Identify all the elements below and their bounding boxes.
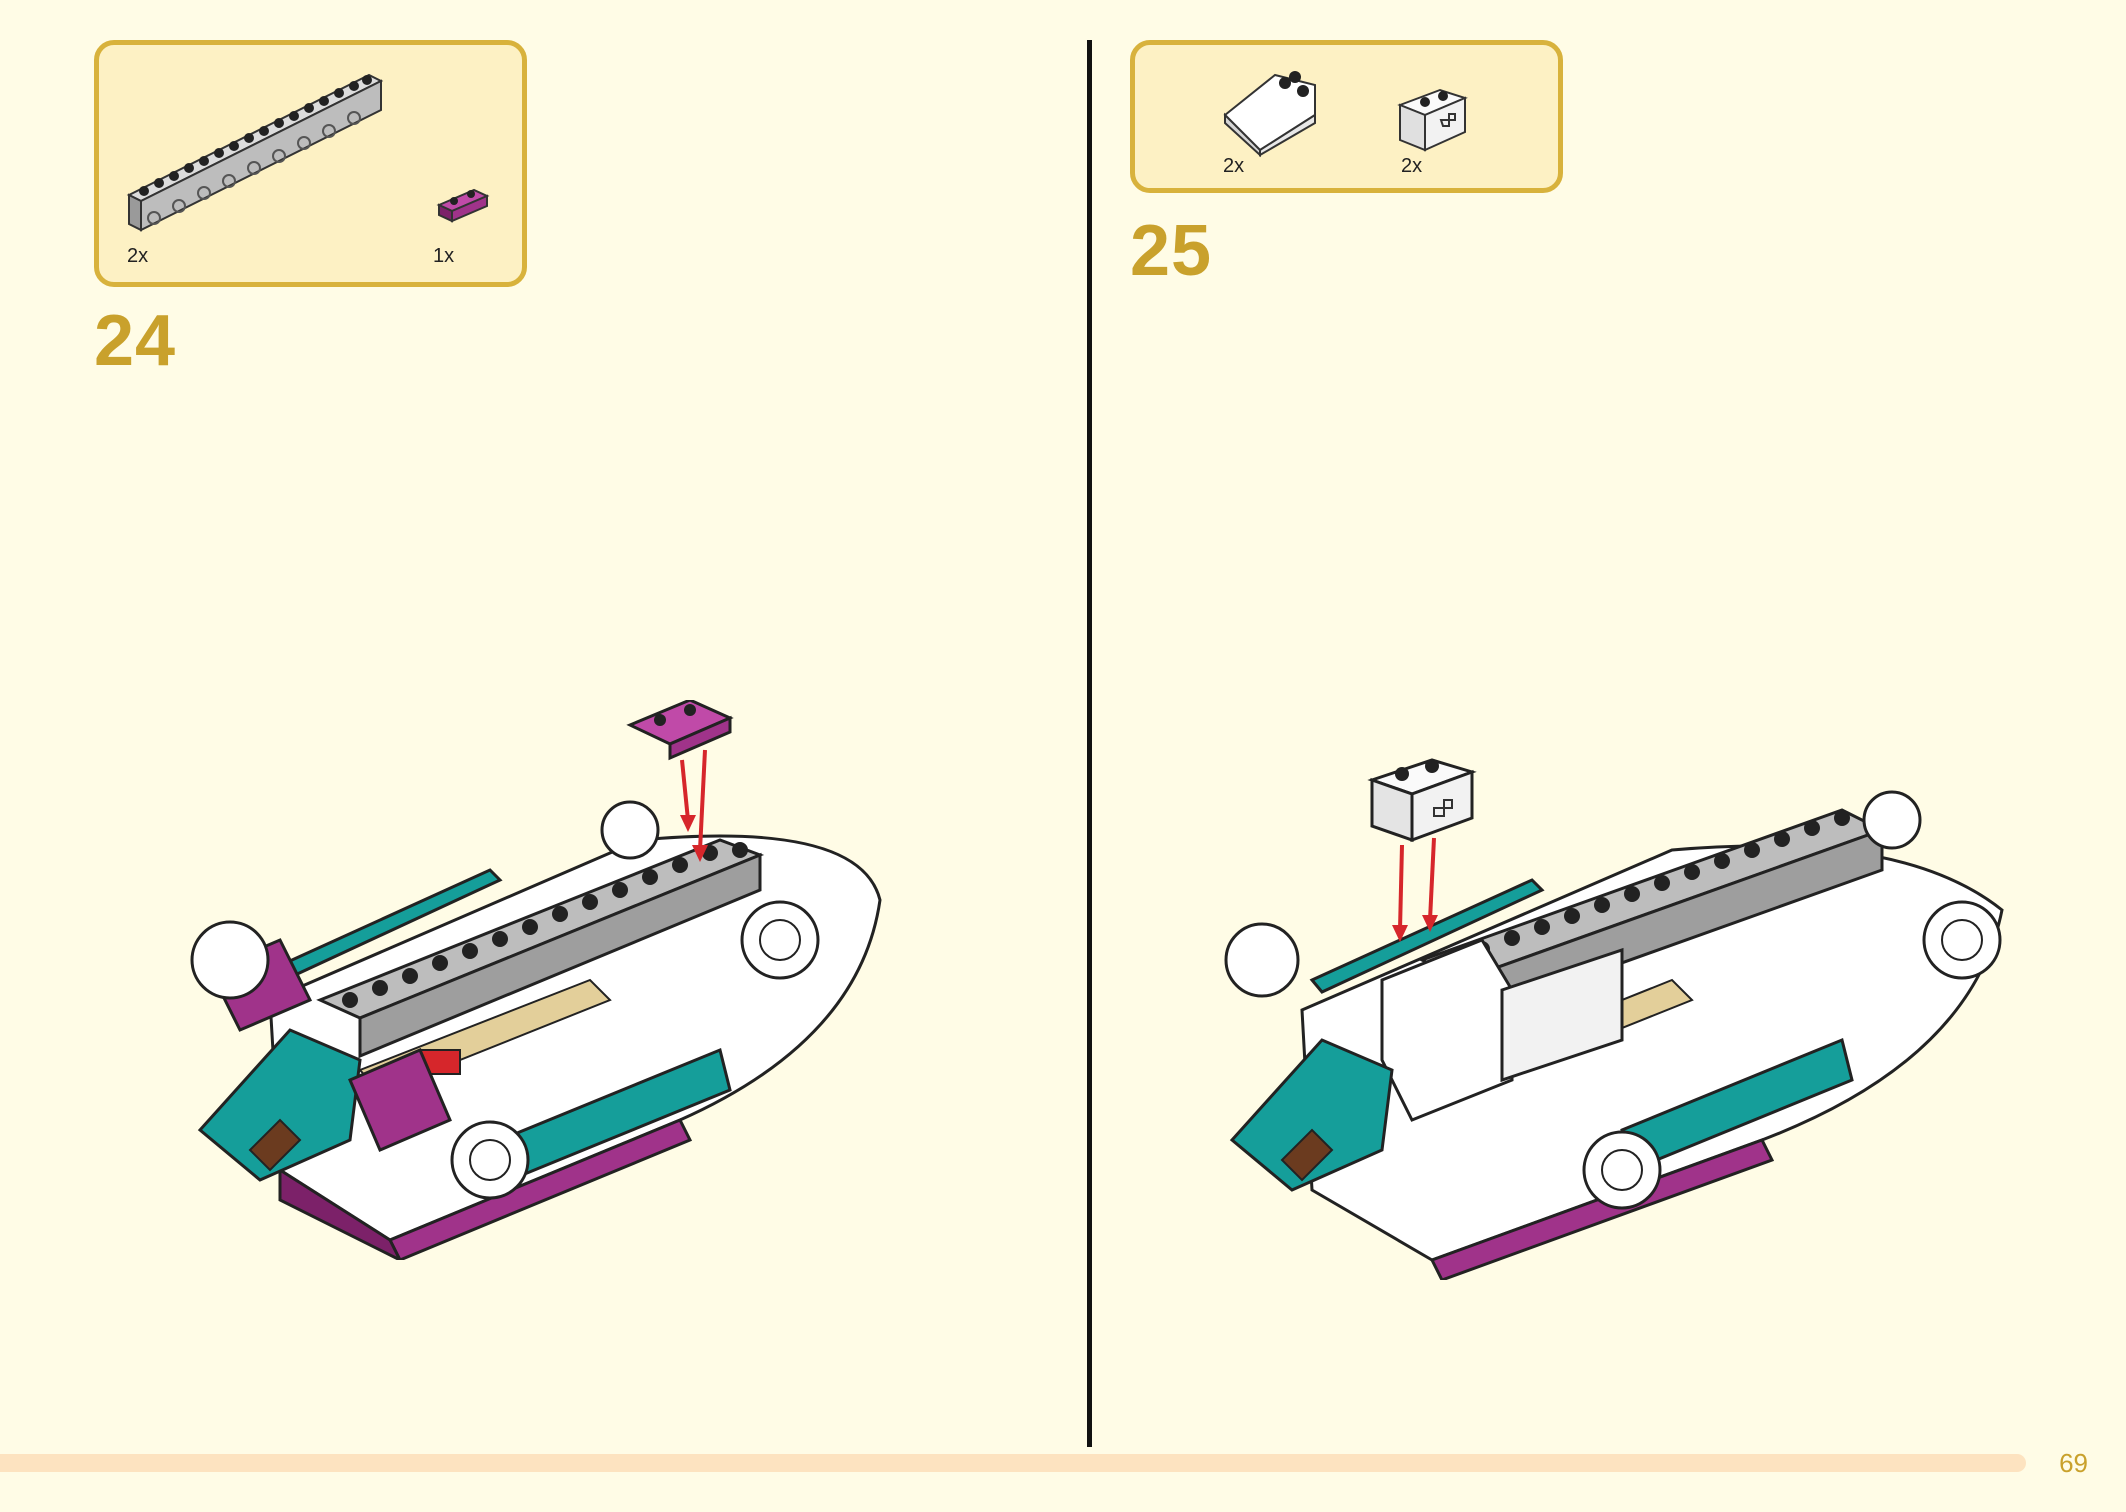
step-24-panel: 2x 1x 24 <box>0 0 1088 1450</box>
white-slope-2x2-image <box>1223 71 1316 158</box>
part-qty-2: 1x <box>433 245 455 267</box>
footer-bar <box>0 1454 2026 1472</box>
step-25-panel: 2x 2x 25 <box>1092 0 2126 1450</box>
step-25-assembly-image <box>1224 790 2004 1280</box>
step-number: 25 <box>1130 211 1213 291</box>
part-qty-1: 2x <box>127 245 149 267</box>
parts-list-box: 2x 2x <box>1130 40 1563 193</box>
technic-brick-1x16-image <box>126 73 490 232</box>
part-qty-2: 2x <box>1401 155 1423 177</box>
page-number: 69 <box>2059 1448 2088 1478</box>
page-divider <box>1087 40 1092 1447</box>
new-white-brick-image <box>1367 758 1477 942</box>
parts-list-box: 2x 1x <box>94 40 527 287</box>
step-number: 24 <box>94 301 177 381</box>
step-24-assembly-image <box>190 700 882 1260</box>
white-brick-axle-hole-image <box>1397 88 1468 152</box>
part-qty-1: 2x <box>1223 155 1245 177</box>
